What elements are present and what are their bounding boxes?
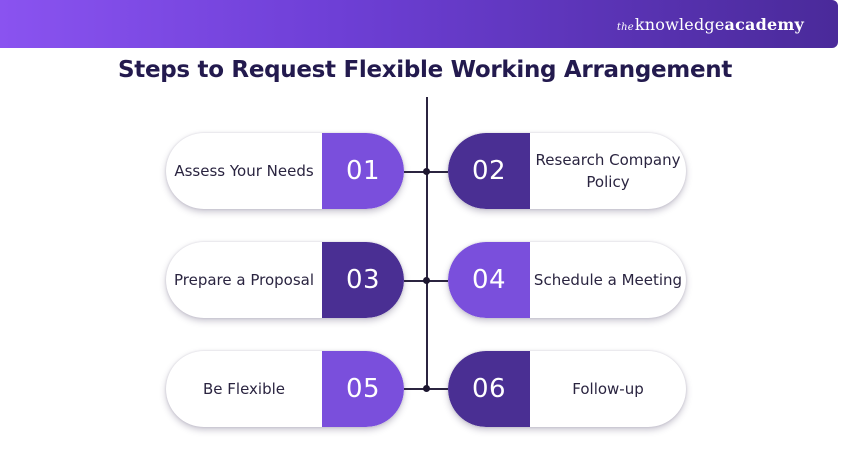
step-number-01: 01: [322, 133, 404, 209]
step-card-01: Assess Your Needs 01: [166, 133, 404, 209]
step-card-02: 02 Research Company Policy: [448, 133, 686, 209]
timeline-dot-1: [423, 168, 430, 175]
page-title: Steps to Request Flexible Working Arrang…: [117, 57, 733, 83]
timeline-dot-3: [423, 385, 430, 392]
brand-prefix: the: [616, 22, 634, 33]
brand-bold: academy: [724, 15, 804, 34]
brand-main: knowledge: [634, 15, 725, 34]
brand-logo: theknowledgeacademy: [617, 15, 804, 34]
step-label-04: Schedule a Meeting: [533, 271, 683, 289]
step-label-01: Assess Your Needs: [174, 162, 314, 180]
timeline-dot-2: [423, 277, 430, 284]
step-card-04: 04 Schedule a Meeting: [448, 242, 686, 318]
step-number-04: 04: [448, 242, 530, 318]
step-label-03: Prepare a Proposal: [173, 271, 315, 289]
step-card-05: Be Flexible 05: [166, 351, 404, 427]
step-label-05: Be Flexible: [202, 380, 285, 398]
step-number-05: 05: [322, 351, 404, 427]
step-label-06: Follow-up: [572, 380, 644, 398]
step-card-06: 06 Follow-up: [448, 351, 686, 427]
step-number-03: 03: [322, 242, 404, 318]
timeline-spine: [426, 97, 428, 390]
header-bar: theknowledgeacademy: [0, 0, 838, 48]
step-number-06: 06: [448, 351, 530, 427]
step-card-03: Prepare a Proposal 03: [166, 242, 404, 318]
step-number-02: 02: [448, 133, 530, 209]
step-label-02: Research Company Policy: [535, 151, 681, 191]
